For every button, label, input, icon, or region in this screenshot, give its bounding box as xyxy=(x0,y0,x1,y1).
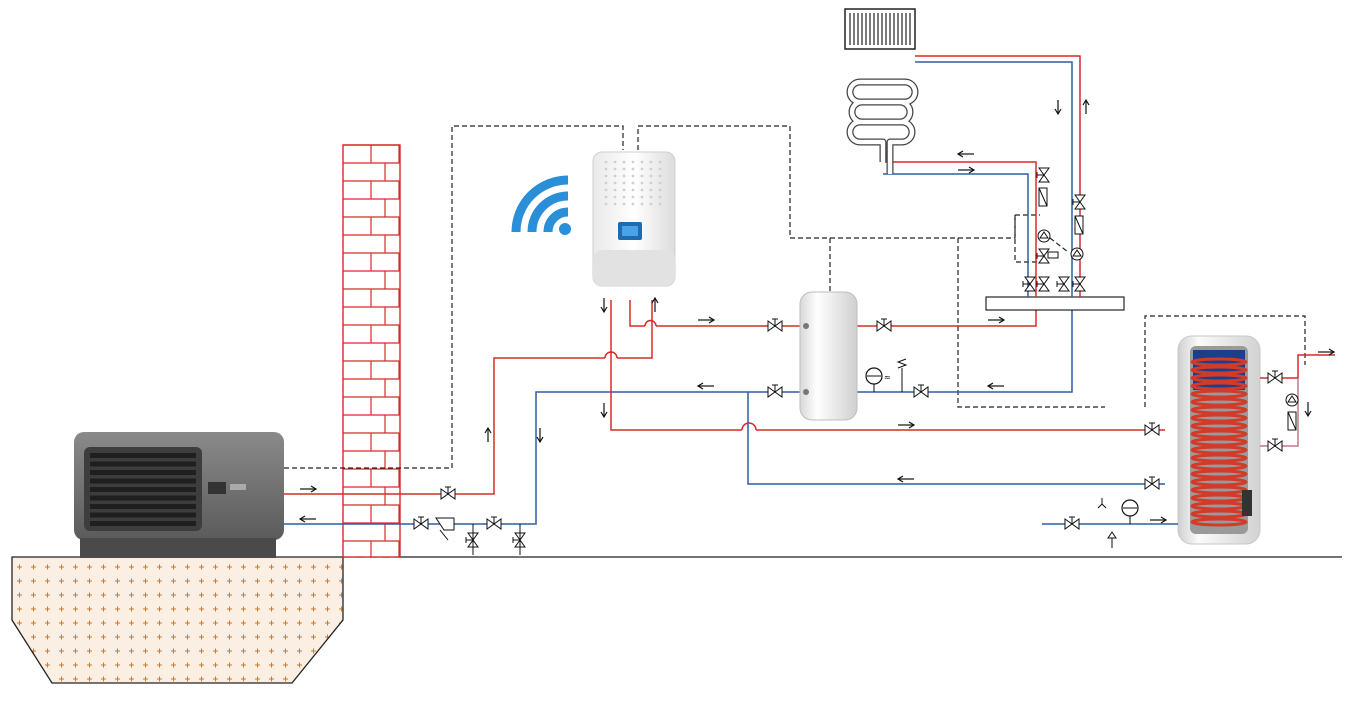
manometer-icon xyxy=(1097,498,1139,548)
valve-icon xyxy=(767,318,783,332)
svg-text:≈: ≈ xyxy=(884,373,891,382)
radiator-icon xyxy=(844,8,916,50)
valve-icon xyxy=(1064,516,1080,530)
flow-arrow xyxy=(986,382,1004,390)
flow-arrow xyxy=(958,166,976,174)
flow-arrow xyxy=(1054,100,1062,116)
heat-pump-icon xyxy=(74,432,284,558)
check-valve-icon xyxy=(1038,187,1297,431)
valve-icon xyxy=(1072,194,1086,210)
pipe-hop xyxy=(644,319,657,327)
valve-group xyxy=(413,167,1283,555)
valve-icon xyxy=(440,486,456,500)
flow-arrow xyxy=(484,426,492,442)
flow-arrow xyxy=(651,296,659,312)
flow-arrow xyxy=(956,150,974,158)
controller-icon xyxy=(592,151,676,287)
wifi-icon xyxy=(511,175,571,235)
filter-icon xyxy=(435,517,455,541)
safety-valve-icon: ≈ xyxy=(884,358,908,392)
brick-wall xyxy=(342,144,401,558)
valve-icon xyxy=(1056,276,1070,292)
pipe-hop xyxy=(604,351,618,359)
valve-icon xyxy=(1267,438,1283,452)
flow-arrow xyxy=(1082,98,1090,114)
valve-icon xyxy=(876,318,892,332)
valve-icon xyxy=(1036,248,1050,264)
flow-arrow xyxy=(536,428,544,444)
valve-icon xyxy=(486,516,502,530)
valve-icon xyxy=(1022,276,1036,292)
buffer-tank-icon xyxy=(799,291,858,421)
flow-arrow xyxy=(300,485,318,493)
valve-icon xyxy=(767,384,783,398)
flow-arrow xyxy=(298,515,316,523)
valve-icon xyxy=(1267,370,1283,384)
flow-arrow xyxy=(988,316,1006,324)
flow-arrow xyxy=(1150,516,1168,524)
flow-arrow xyxy=(1318,348,1336,356)
flow-arrow xyxy=(1304,402,1312,418)
valve-icon xyxy=(1036,167,1050,183)
expansion-vessel-icon xyxy=(865,367,883,392)
valve-icon xyxy=(1072,276,1086,292)
primary-circuit-pipes xyxy=(284,300,1165,525)
flow-arrow xyxy=(698,316,716,324)
dhw-tank-icon xyxy=(1177,335,1261,545)
flow-arrow xyxy=(600,403,608,419)
flow-arrow xyxy=(696,382,714,390)
valve-icon xyxy=(913,384,929,398)
valve-icon xyxy=(1036,276,1050,292)
flow-arrow xyxy=(600,298,608,314)
control-wiring xyxy=(284,125,1306,469)
valve-icon xyxy=(512,532,526,548)
valve-icon xyxy=(413,516,429,530)
pipe-hop xyxy=(741,422,757,431)
valve-icon xyxy=(465,532,479,548)
valve-icon xyxy=(1144,476,1160,490)
floor-heating-icon xyxy=(846,78,919,174)
foundation xyxy=(11,556,344,684)
valve-icon xyxy=(1144,422,1160,436)
flow-arrow xyxy=(896,475,914,483)
pump-icon xyxy=(1037,229,1299,407)
flow-arrows xyxy=(298,98,1336,524)
flow-arrow xyxy=(898,421,916,429)
